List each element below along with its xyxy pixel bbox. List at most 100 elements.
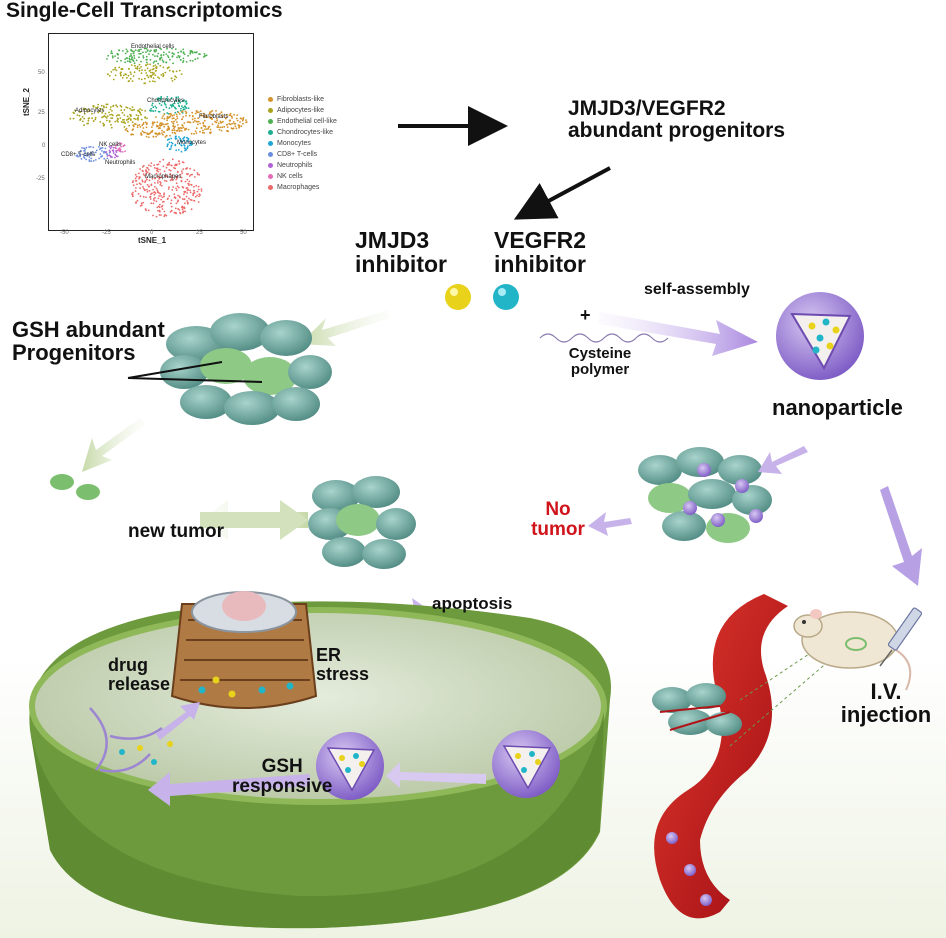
- tsne-point: [162, 61, 165, 63]
- tsne-point: [168, 138, 170, 141]
- tsne-point: [153, 50, 156, 53]
- tsne-point: [175, 149, 178, 152]
- tsne-point: [187, 107, 190, 109]
- tsne-point: [218, 128, 221, 131]
- pointer-line: [127, 361, 223, 379]
- tsne-point: [160, 56, 163, 59]
- tsne-point: [182, 168, 185, 171]
- tsne-point: [189, 198, 192, 201]
- tsne-point: [124, 61, 126, 64]
- drug-release-label: drug release: [108, 655, 171, 694]
- tsne-point: [177, 208, 180, 210]
- tsne-point: [121, 77, 124, 79]
- tsne-point: [101, 109, 104, 111]
- tsne-point: [72, 117, 75, 120]
- tsne-point: [219, 112, 222, 115]
- tsne-point: [209, 128, 212, 131]
- tsne-point: [168, 51, 171, 53]
- tsne-point: [139, 195, 142, 198]
- tsne-point: [196, 57, 199, 60]
- tsne-point: [161, 122, 163, 125]
- tsne-point: [190, 140, 192, 143]
- tsne-point: [183, 136, 186, 138]
- tsne-point: [155, 116, 157, 118]
- tsne-point: [164, 174, 167, 177]
- tsne-point: [216, 119, 219, 122]
- legend-label: CD8+ T-cells: [277, 151, 318, 158]
- tsne-point: [159, 58, 161, 61]
- tsne-point: [86, 152, 89, 155]
- tsne-point: [184, 180, 187, 183]
- tsne-point: [160, 48, 162, 50]
- tsne-point: [185, 114, 187, 117]
- tsne-point: [139, 52, 142, 55]
- tsne-point: [214, 120, 216, 123]
- new-tumor-label: new tumor: [128, 521, 225, 542]
- tsne-point: [219, 121, 222, 124]
- tsne-point: [110, 52, 113, 55]
- tsne-point: [188, 175, 191, 177]
- tsne-point: [119, 104, 122, 107]
- tsne-point: [180, 206, 183, 209]
- tsne-point: [183, 99, 186, 101]
- tsne-point: [152, 124, 154, 126]
- tsne-point: [166, 47, 168, 50]
- tsne-point: [112, 150, 115, 153]
- jmjd3-inhibitor-label: JMJD3 inhibitor: [355, 227, 447, 278]
- tsne-point: [110, 106, 112, 108]
- tsne-point: [92, 146, 95, 149]
- tsne-point: [174, 207, 177, 210]
- tsne-point: [95, 149, 98, 152]
- tsne-point: [123, 121, 125, 123]
- tsne-point: [236, 119, 239, 122]
- tsne-point: [168, 66, 170, 69]
- tsne-point: [194, 196, 197, 198]
- tsne-point: [151, 177, 154, 180]
- tsne-point: [172, 117, 175, 120]
- tsne-point: [192, 192, 195, 195]
- tsne-point: [126, 60, 129, 62]
- tsne-point: [133, 71, 136, 74]
- tsne-point: [118, 49, 120, 52]
- tsne-point: [161, 208, 164, 210]
- tsne-point: [126, 57, 128, 60]
- tsne-point: [171, 55, 174, 57]
- tsne-point: [202, 129, 204, 132]
- tsne-point: [133, 108, 136, 111]
- tsne-point: [203, 124, 206, 127]
- tsne-point: [162, 123, 165, 126]
- tsne-point: [221, 126, 224, 129]
- tsne-point: [156, 206, 159, 209]
- tsne-point: [153, 191, 156, 193]
- tsne-point: [161, 132, 163, 134]
- cluster-label-adipocytes: Adipocytes: [75, 108, 105, 114]
- tsne-point: [194, 117, 196, 120]
- tsne-point: [196, 190, 199, 193]
- tsne-point: [158, 192, 160, 194]
- tsne-point: [175, 113, 178, 116]
- tsne-point: [86, 110, 89, 113]
- tsne-point: [142, 131, 145, 134]
- tsne-point: [129, 115, 132, 118]
- tsne-point: [174, 163, 177, 166]
- jmjd3-inhibitor-sphere: [445, 284, 471, 310]
- tsne-point: [173, 127, 175, 130]
- tsne-point: [119, 117, 122, 119]
- tsne-point: [88, 146, 90, 148]
- tsne-point: [217, 113, 219, 116]
- arrow-to-no-tumor: [588, 512, 632, 536]
- tsne-point: [115, 115, 118, 117]
- tsne-point: [115, 104, 117, 107]
- x-tick: -25: [102, 230, 111, 236]
- tsne-point: [171, 129, 174, 131]
- legend-item: NK cells: [268, 171, 337, 182]
- tsne-point: [182, 137, 184, 140]
- tsne-point: [91, 112, 93, 115]
- tsne-point: [176, 163, 178, 166]
- tsne-point: [162, 74, 165, 77]
- tsne-point: [145, 47, 148, 50]
- tsne-point: [185, 100, 188, 102]
- tsne-point: [195, 127, 198, 130]
- tsne-point: [177, 102, 180, 105]
- tsne-point: [155, 107, 158, 109]
